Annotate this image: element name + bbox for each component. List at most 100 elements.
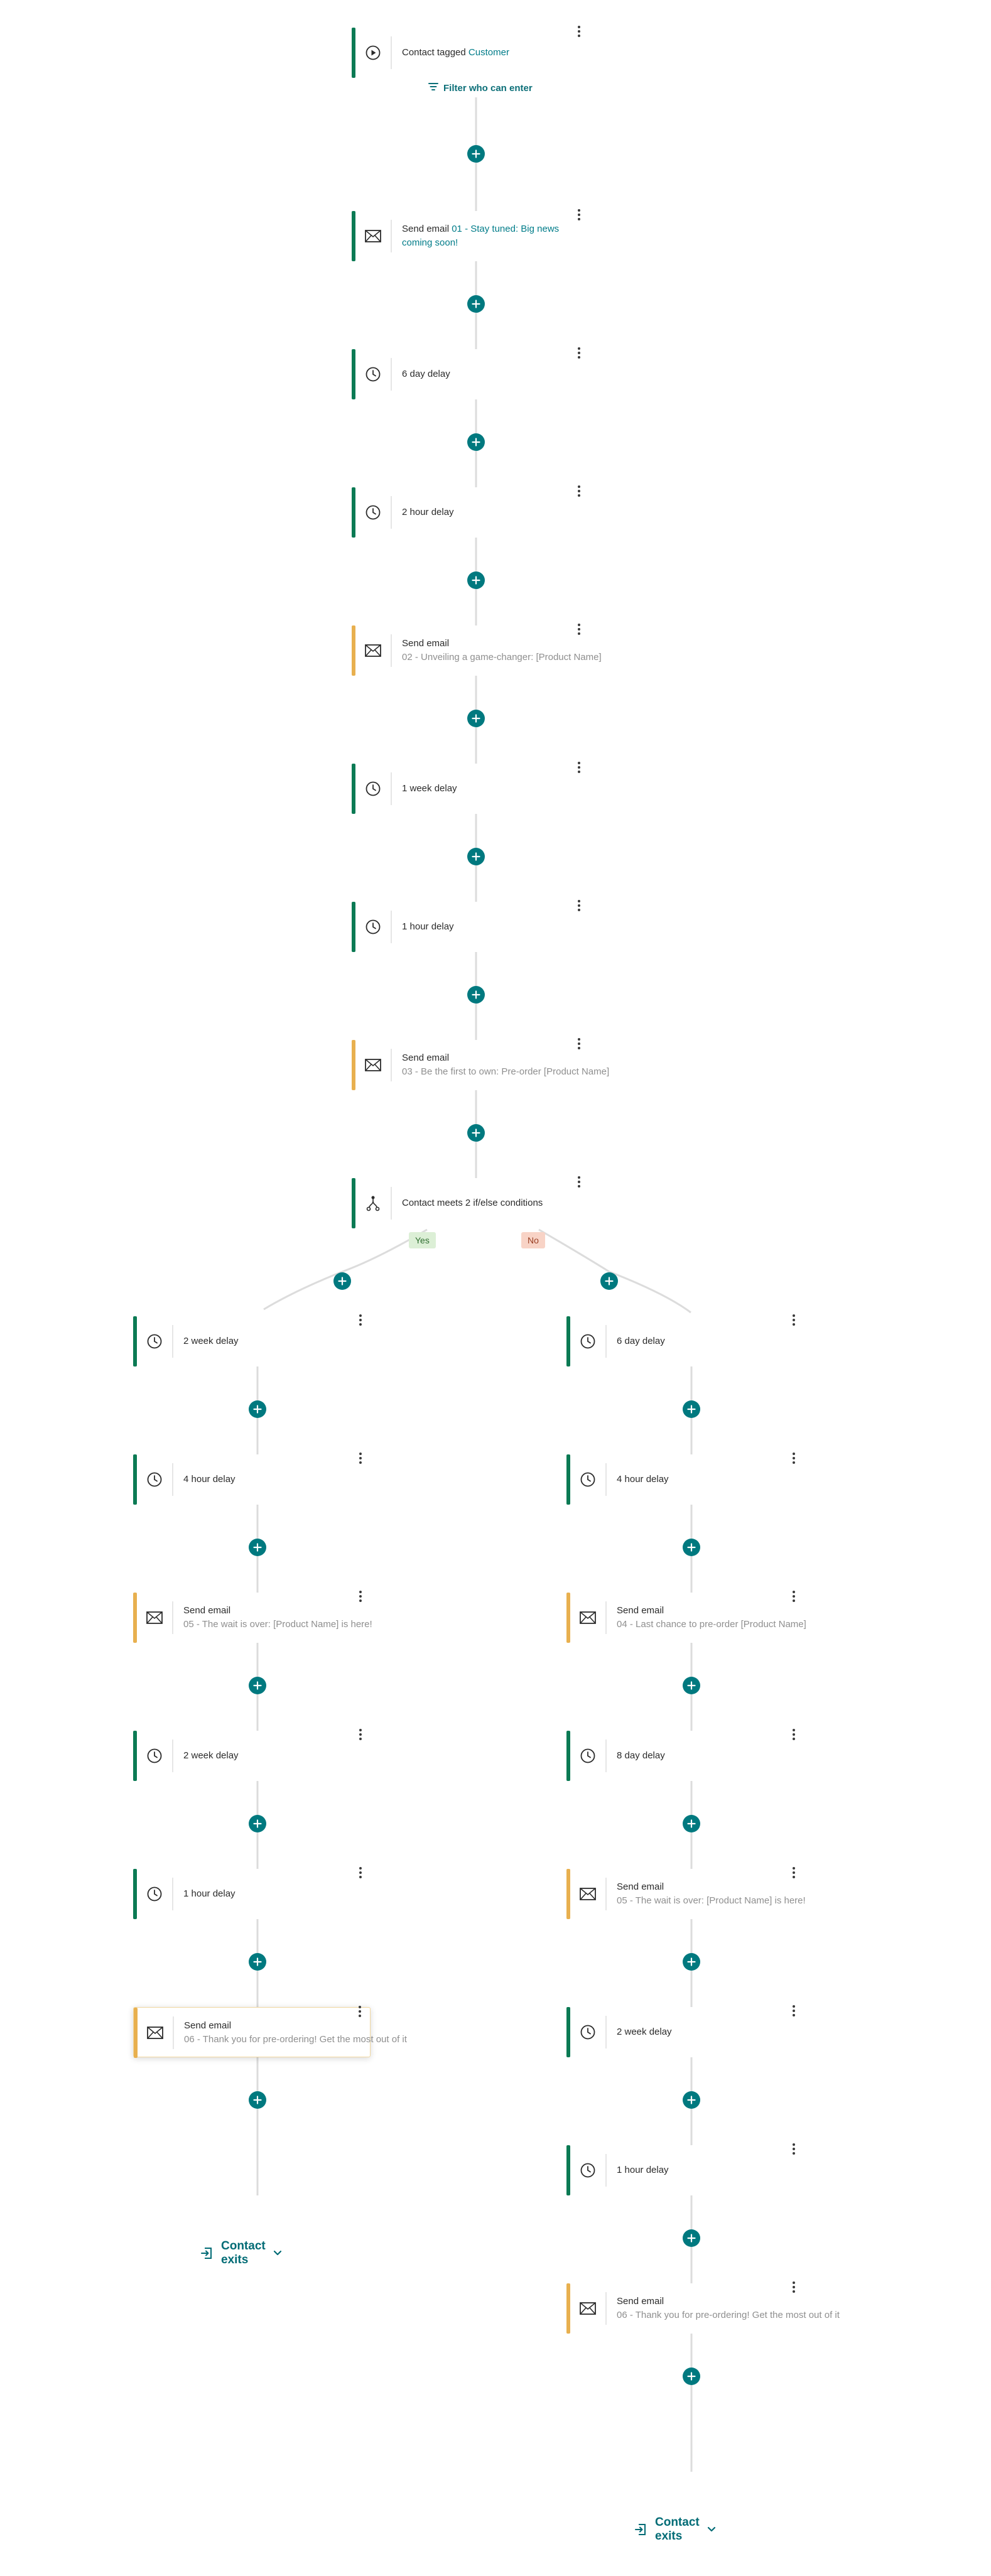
step-text: 1 hour delay bbox=[183, 1869, 355, 1919]
add-step-button[interactable] bbox=[683, 2368, 700, 2385]
add-step-button[interactable] bbox=[467, 848, 485, 865]
email-step-card[interactable]: Send email 05 - The wait is over: [Produc… bbox=[133, 1591, 372, 1643]
add-step-button[interactable] bbox=[467, 145, 485, 163]
delay-step-card[interactable]: 2 hour delay bbox=[352, 484, 589, 538]
add-step-button[interactable] bbox=[683, 1953, 700, 1971]
delay-step-card[interactable]: 2 week delay bbox=[133, 1314, 371, 1366]
add-step-button[interactable] bbox=[683, 2091, 700, 2109]
email-subject: 05 - The wait is over: [Product Name] is… bbox=[183, 1619, 372, 1630]
add-step-button[interactable] bbox=[467, 571, 485, 589]
add-step-button[interactable] bbox=[683, 1539, 700, 1556]
kebab-menu-icon[interactable] bbox=[788, 2003, 800, 2018]
add-step-button[interactable] bbox=[683, 1400, 700, 1418]
filter-who-can-enter-button[interactable]: Filter who can enter bbox=[428, 82, 533, 94]
trigger-card[interactable]: Contact tagged Customer bbox=[352, 26, 589, 78]
chevron-down-icon bbox=[273, 2250, 282, 2256]
add-step-button[interactable] bbox=[249, 1539, 266, 1556]
envelope-icon bbox=[570, 1593, 605, 1643]
add-step-button[interactable] bbox=[467, 433, 485, 451]
delay-step-card[interactable]: 6 day delay bbox=[566, 1314, 804, 1366]
delay-step-card[interactable]: 1 hour delay bbox=[566, 2143, 804, 2195]
add-step-button[interactable] bbox=[467, 986, 485, 1004]
add-step-button[interactable] bbox=[249, 1953, 266, 1971]
step-title: Send email bbox=[402, 1053, 450, 1063]
kebab-menu-icon[interactable] bbox=[354, 1451, 367, 1466]
card-divider bbox=[173, 2016, 174, 2049]
step-title: Contact meets 2 if/else conditions bbox=[402, 1198, 543, 1208]
clock-icon bbox=[570, 1316, 605, 1366]
kebab-menu-icon[interactable] bbox=[573, 345, 585, 360]
delay-step-card[interactable]: 2 week delay bbox=[566, 2005, 804, 2057]
add-step-button[interactable] bbox=[333, 1272, 351, 1290]
delay-step-card[interactable]: 6 day delay bbox=[352, 347, 589, 399]
kebab-menu-icon[interactable] bbox=[354, 1865, 367, 1880]
kebab-menu-icon[interactable] bbox=[573, 622, 585, 637]
kebab-menu-icon[interactable] bbox=[788, 1865, 800, 1880]
step-text: 4 hour delay bbox=[617, 1454, 789, 1505]
kebab-menu-icon[interactable] bbox=[573, 484, 585, 499]
contact-exits-button[interactable]: Contact exits bbox=[634, 2516, 716, 2543]
kebab-menu-icon[interactable] bbox=[354, 1727, 367, 1742]
email-step-card[interactable]: Send email 01 - Stay tuned: Big news com… bbox=[352, 209, 589, 261]
add-step-button[interactable] bbox=[683, 2229, 700, 2247]
add-step-button[interactable] bbox=[683, 1677, 700, 1694]
kebab-menu-icon[interactable] bbox=[788, 2141, 800, 2157]
trigger-tag-link[interactable]: Customer bbox=[468, 47, 509, 58]
delay-step-card[interactable]: 4 hour delay bbox=[133, 1451, 371, 1505]
kebab-menu-icon[interactable] bbox=[788, 1727, 800, 1742]
add-step-button[interactable] bbox=[683, 1815, 700, 1832]
envelope-icon bbox=[570, 1869, 605, 1919]
add-step-button[interactable] bbox=[249, 1815, 266, 1832]
step-title: 4 hour delay bbox=[183, 1474, 236, 1485]
kebab-menu-icon[interactable] bbox=[573, 207, 585, 222]
delay-step-card[interactable]: 1 week delay bbox=[352, 762, 589, 814]
kebab-menu-icon[interactable] bbox=[354, 1589, 367, 1604]
delay-step-card[interactable]: 1 hour delay bbox=[352, 900, 589, 952]
step-title: Send email bbox=[183, 1605, 231, 1616]
delay-step-card[interactable]: 2 week delay bbox=[133, 1729, 371, 1781]
plus-icon bbox=[687, 2096, 696, 2104]
kebab-menu-icon[interactable] bbox=[788, 1589, 800, 1604]
add-step-button[interactable] bbox=[467, 1124, 485, 1142]
status-bar bbox=[566, 1316, 570, 1366]
add-step-button[interactable] bbox=[249, 1677, 266, 1694]
status-bar bbox=[566, 1869, 570, 1919]
step-text: Send email 05 - The wait is over: [Produc… bbox=[183, 1593, 372, 1643]
kebab-menu-icon[interactable] bbox=[573, 1174, 585, 1189]
add-step-button[interactable] bbox=[249, 1400, 266, 1418]
card-divider bbox=[605, 2292, 607, 2325]
kebab-menu-icon[interactable] bbox=[573, 760, 585, 775]
step-title: 4 hour delay bbox=[617, 1474, 669, 1485]
step-title: Send email bbox=[617, 1881, 664, 1892]
kebab-menu-icon[interactable] bbox=[788, 1451, 800, 1466]
branch-no-badge: No bbox=[521, 1232, 545, 1248]
trigger-label: Contact tagged bbox=[402, 47, 466, 58]
condition-step-card[interactable]: Contact meets 2 if/else conditions bbox=[352, 1176, 589, 1228]
delay-step-card[interactable]: 8 day delay bbox=[566, 1729, 804, 1781]
kebab-menu-icon[interactable] bbox=[354, 2004, 366, 2019]
delay-step-card[interactable]: 4 hour delay bbox=[566, 1451, 804, 1505]
kebab-menu-icon[interactable] bbox=[788, 1312, 800, 1328]
add-step-button[interactable] bbox=[467, 295, 485, 313]
plus-icon bbox=[605, 1277, 614, 1285]
add-step-button[interactable] bbox=[467, 710, 485, 727]
card-divider bbox=[391, 634, 392, 667]
contact-exits-button[interactable]: Contact exits bbox=[200, 2239, 282, 2267]
delay-step-card[interactable]: 1 hour delay bbox=[133, 1867, 371, 1919]
add-step-button[interactable] bbox=[249, 2091, 266, 2109]
card-divider bbox=[605, 1601, 607, 1634]
kebab-menu-icon[interactable] bbox=[788, 2280, 800, 2295]
kebab-menu-icon[interactable] bbox=[573, 898, 585, 913]
plus-icon bbox=[338, 1277, 347, 1285]
kebab-menu-icon[interactable] bbox=[573, 1036, 585, 1051]
add-step-button[interactable] bbox=[600, 1272, 618, 1290]
kebab-menu-icon[interactable] bbox=[573, 24, 585, 39]
kebab-menu-icon[interactable] bbox=[354, 1312, 367, 1328]
email-link[interactable]: 01 - Stay tuned: Big news coming soon! bbox=[402, 224, 560, 248]
